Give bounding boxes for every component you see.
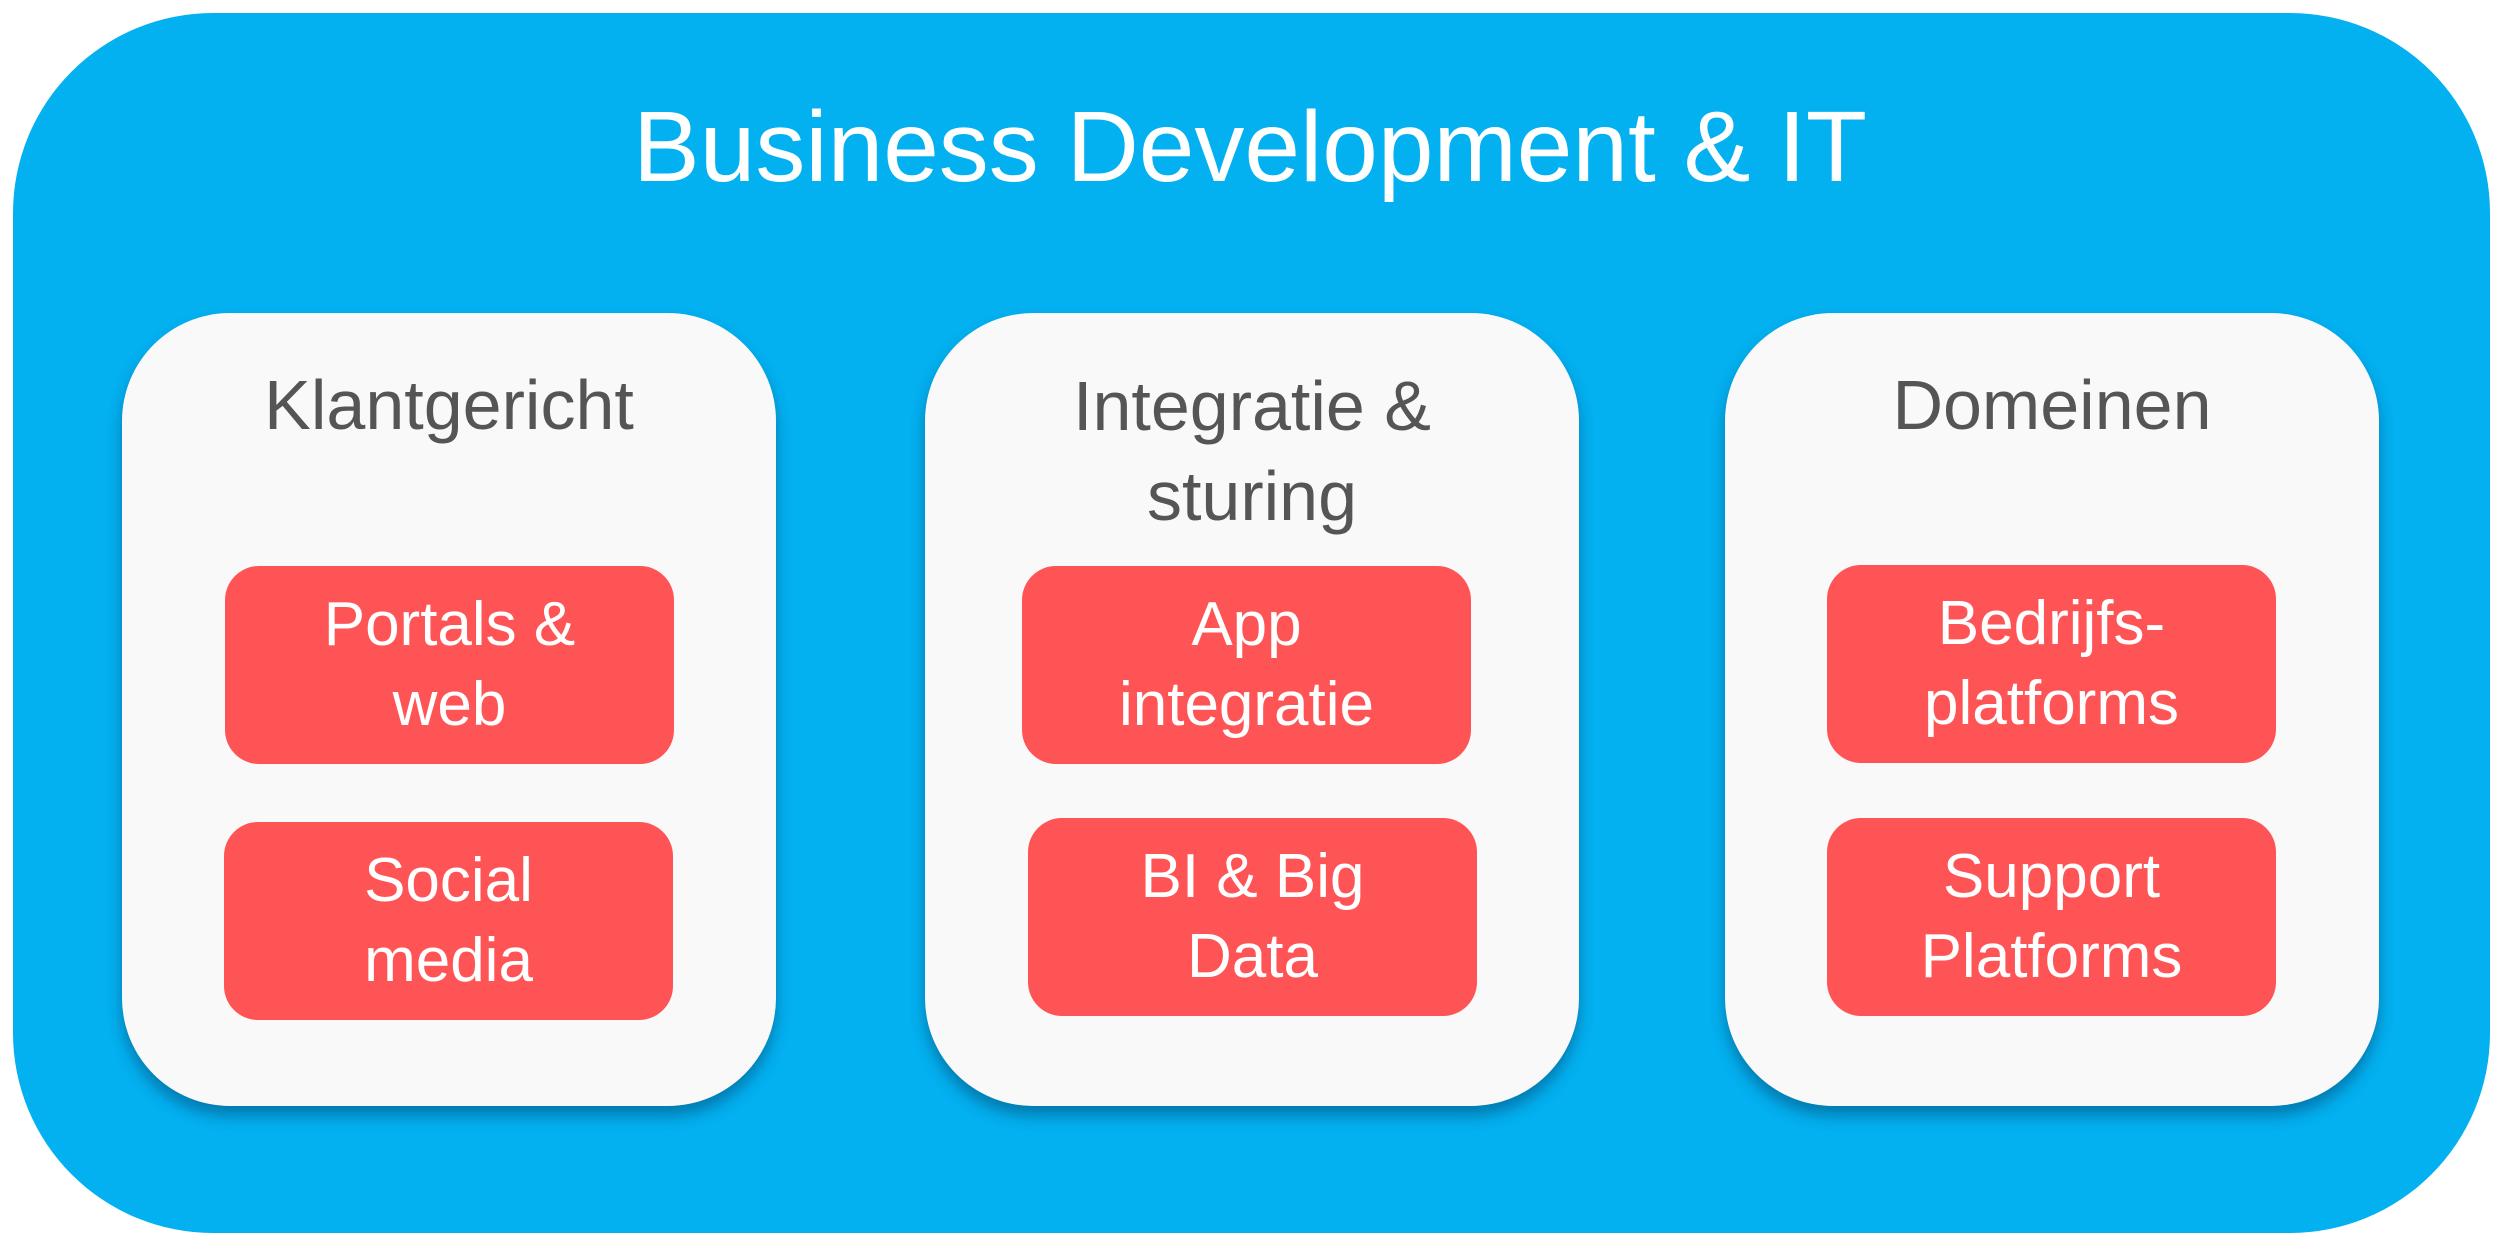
column-card-klantgericht: Klantgericht Portals & web Social media bbox=[122, 313, 776, 1106]
item-label-line: BI & Big bbox=[1140, 842, 1365, 911]
item-label-line: Data bbox=[1187, 922, 1318, 991]
item-app-integratie: App integratie bbox=[1022, 566, 1471, 764]
item-label-line: Portals & bbox=[323, 590, 576, 659]
item-support-platforms: Support Platforms bbox=[1827, 818, 2276, 1016]
column-title-line: Integratie & bbox=[1073, 367, 1431, 445]
diagram-title: Business Development & IT bbox=[633, 91, 1867, 203]
item-label-line: media bbox=[364, 926, 533, 995]
column-title: Integratie & sturing bbox=[925, 361, 1579, 541]
item-label-line: Support bbox=[1942, 842, 2161, 911]
column-card-integratie-sturing: Integratie & sturing App integratie BI &… bbox=[925, 313, 1579, 1106]
item-bi-big-data: BI & Big Data bbox=[1028, 818, 1477, 1016]
column-title-line: sturing bbox=[1146, 457, 1358, 535]
item-label-line: web bbox=[392, 670, 507, 739]
column-title: Domeinen bbox=[1725, 360, 2379, 450]
item-portals-web: Portals & web bbox=[225, 566, 674, 764]
item-label-line: integratie bbox=[1118, 670, 1375, 739]
item-bedrijfsplatforms: Bedrijfs- platforms bbox=[1827, 565, 2276, 763]
column-title-line: Klantgericht bbox=[264, 366, 634, 444]
item-label-line: Platforms bbox=[1920, 922, 2183, 991]
column-title: Klantgericht bbox=[122, 360, 776, 450]
item-label-line: platforms bbox=[1924, 669, 2179, 738]
column-title-line: Domeinen bbox=[1892, 366, 2212, 444]
item-label-line: Social bbox=[364, 846, 533, 915]
item-label-line: App bbox=[1191, 590, 1302, 659]
item-label-line: Bedrijfs- bbox=[1937, 589, 2166, 658]
item-social-media: Social media bbox=[224, 822, 673, 1020]
column-card-domeinen: Domeinen Bedrijfs- platforms Support Pla… bbox=[1725, 313, 2379, 1106]
